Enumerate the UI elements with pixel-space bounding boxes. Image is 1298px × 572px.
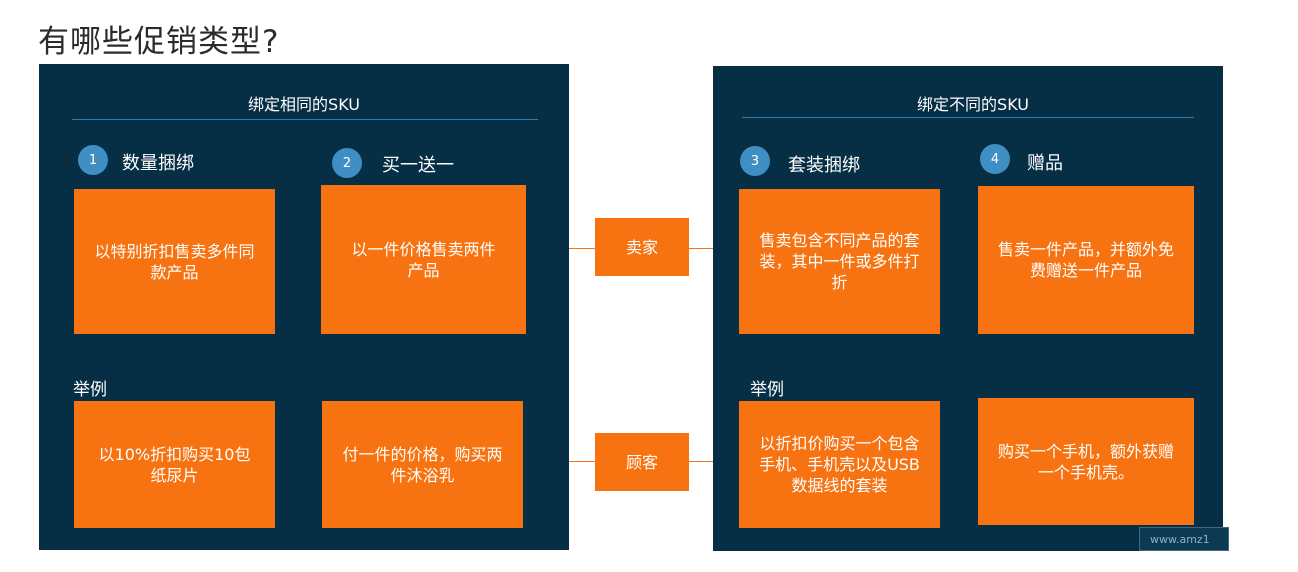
- number-badge-4: 4: [980, 144, 1010, 174]
- category-buy-one-get-one: 买一送一: [382, 155, 454, 176]
- right-panel-header: 绑定不同的SKU: [917, 95, 1029, 114]
- left-panel-divider: [72, 119, 538, 120]
- desc-box-gift: 售卖一件产品，并额外免费赠送一件产品: [978, 186, 1194, 334]
- example-box-gift: 购买一个手机，额外获赠一个手机壳。: [978, 398, 1194, 525]
- category-quantity-bundle: 数量捆绑: [122, 153, 194, 174]
- right-example-label: 举例: [750, 380, 784, 400]
- right-panel-divider: [742, 117, 1194, 118]
- seller-box: 卖家: [595, 218, 689, 276]
- number-badge-2: 2: [332, 148, 362, 178]
- desc-box-quantity-bundle: 以特别折扣售卖多件同款产品: [74, 189, 275, 334]
- example-box-set-bundle: 以折扣价购买一个包含手机、手机壳以及USB数据线的套装: [739, 401, 940, 528]
- customer-connector-left: [569, 461, 595, 462]
- seller-connector-left: [569, 248, 595, 249]
- desc-box-buy-one-get-one: 以一件价格售卖两件产品: [321, 185, 526, 334]
- seller-connector-right: [689, 248, 713, 249]
- number-badge-3: 3: [740, 146, 770, 176]
- example-box-buy-one-get-one: 付一件的价格，购买两件沐浴乳: [322, 401, 523, 528]
- customer-connector-right: [689, 461, 713, 462]
- left-panel-header: 绑定相同的SKU: [248, 95, 360, 114]
- customer-box: 顾客: [595, 433, 689, 491]
- category-set-bundle: 套装捆绑: [788, 155, 860, 176]
- number-badge-1: 1: [78, 145, 108, 175]
- left-example-label: 举例: [73, 380, 107, 400]
- example-box-quantity-bundle: 以10%折扣购买10包纸尿片: [74, 401, 275, 528]
- desc-box-set-bundle: 售卖包含不同产品的套装，其中一件或多件打折: [739, 189, 940, 334]
- watermark: www.amz1: [1139, 527, 1229, 551]
- page-title: 有哪些促销类型?: [38, 24, 280, 60]
- category-gift: 赠品: [1027, 153, 1063, 174]
